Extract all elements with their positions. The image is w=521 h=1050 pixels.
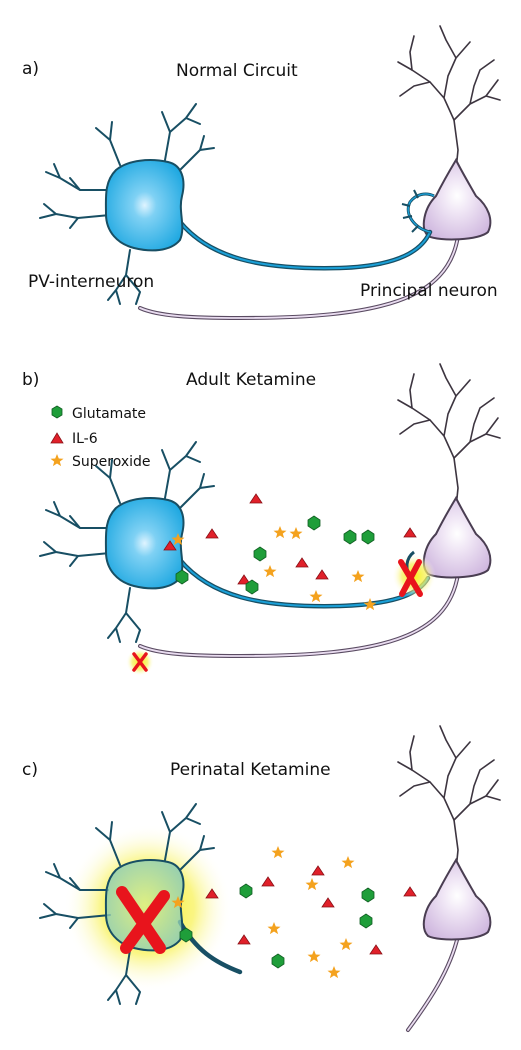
superoxide-molecule xyxy=(327,966,341,979)
panel-b: b) Adult Ketamine Glutamate IL-6 Superox… xyxy=(22,363,501,676)
glutamate-molecule xyxy=(359,913,373,929)
glutamate-legend-icon xyxy=(51,405,63,419)
damaged-feedback-synapse xyxy=(126,648,154,676)
principal-neuron-c xyxy=(397,725,501,1032)
superoxide-molecule xyxy=(271,846,285,859)
legend: Glutamate IL-6 Superoxide xyxy=(50,405,151,470)
panel-a-title: Normal Circuit xyxy=(176,61,298,81)
il6-molecule xyxy=(403,886,417,897)
superoxide-molecule xyxy=(363,598,377,611)
il6-molecule xyxy=(295,557,309,568)
principal-neuron-b xyxy=(138,363,501,659)
damage-x-icon xyxy=(398,559,423,597)
panel-c-label: c) xyxy=(22,760,38,780)
legend-glutamate-label: Glutamate xyxy=(72,406,146,422)
glutamate-molecule xyxy=(343,529,357,545)
principal-neuron-a xyxy=(138,25,501,321)
il6-molecule xyxy=(237,574,251,585)
glutamate-molecule xyxy=(179,927,193,943)
cell-death-x-icon xyxy=(116,886,170,954)
glutamate-molecule xyxy=(361,529,375,545)
superoxide-molecule xyxy=(263,565,277,578)
basket-synapse xyxy=(401,189,435,234)
il6-molecule xyxy=(237,934,251,945)
il6-molecule xyxy=(249,493,263,504)
superoxide-molecule xyxy=(307,950,321,963)
il6-legend-icon xyxy=(50,432,64,444)
panel-c-title: Perinatal Ketamine xyxy=(170,760,331,780)
molecules-b xyxy=(163,493,417,611)
superoxide-molecule xyxy=(171,533,185,546)
superoxide-molecule xyxy=(273,526,287,539)
panel-c: c) Perinatal Ketamine xyxy=(22,725,501,1032)
panel-b-label: b) xyxy=(22,370,39,390)
panel-a: a) Normal Circuit PV-interneuron Princip… xyxy=(22,25,501,321)
il6-molecule xyxy=(163,540,177,551)
il6-molecule xyxy=(315,569,329,580)
panel-a-label: a) xyxy=(22,59,39,79)
il6-molecule xyxy=(205,528,219,539)
glutamate-molecule xyxy=(307,515,321,531)
small-damage-x-icon xyxy=(132,652,148,672)
pv-interneuron-dead xyxy=(39,803,243,1005)
il6-molecule xyxy=(311,865,325,876)
glutamate-molecule xyxy=(245,579,259,595)
superoxide-molecule xyxy=(171,896,185,909)
panel-b-title: Adult Ketamine xyxy=(186,370,316,390)
superoxide-molecule xyxy=(339,938,353,951)
il6-molecule xyxy=(321,897,335,908)
superoxide-molecule xyxy=(351,570,365,583)
superoxide-molecule xyxy=(289,527,303,540)
superoxide-molecule xyxy=(305,878,319,891)
il6-molecule xyxy=(205,888,219,899)
pv-interneuron-label: PV-interneuron xyxy=(28,272,154,292)
il6-molecule xyxy=(403,527,417,538)
superoxide-legend-icon xyxy=(50,454,64,467)
glutamate-molecule xyxy=(175,569,189,585)
damaged-synapse xyxy=(392,550,436,598)
glutamate-molecule xyxy=(361,887,375,903)
legend-il6-label: IL-6 xyxy=(72,431,98,447)
superoxide-molecule xyxy=(267,922,281,935)
glutamate-molecule xyxy=(253,546,267,562)
superoxide-molecule xyxy=(341,856,355,869)
superoxide-molecule xyxy=(309,590,323,603)
glutamate-molecule xyxy=(239,883,253,899)
il6-molecule xyxy=(369,944,383,955)
il6-molecule xyxy=(261,876,275,887)
molecules-c xyxy=(171,846,417,979)
pv-interneuron-a xyxy=(39,103,435,305)
glutamate-molecule xyxy=(271,953,285,969)
principal-neuron-label: Principal neuron xyxy=(360,281,498,301)
